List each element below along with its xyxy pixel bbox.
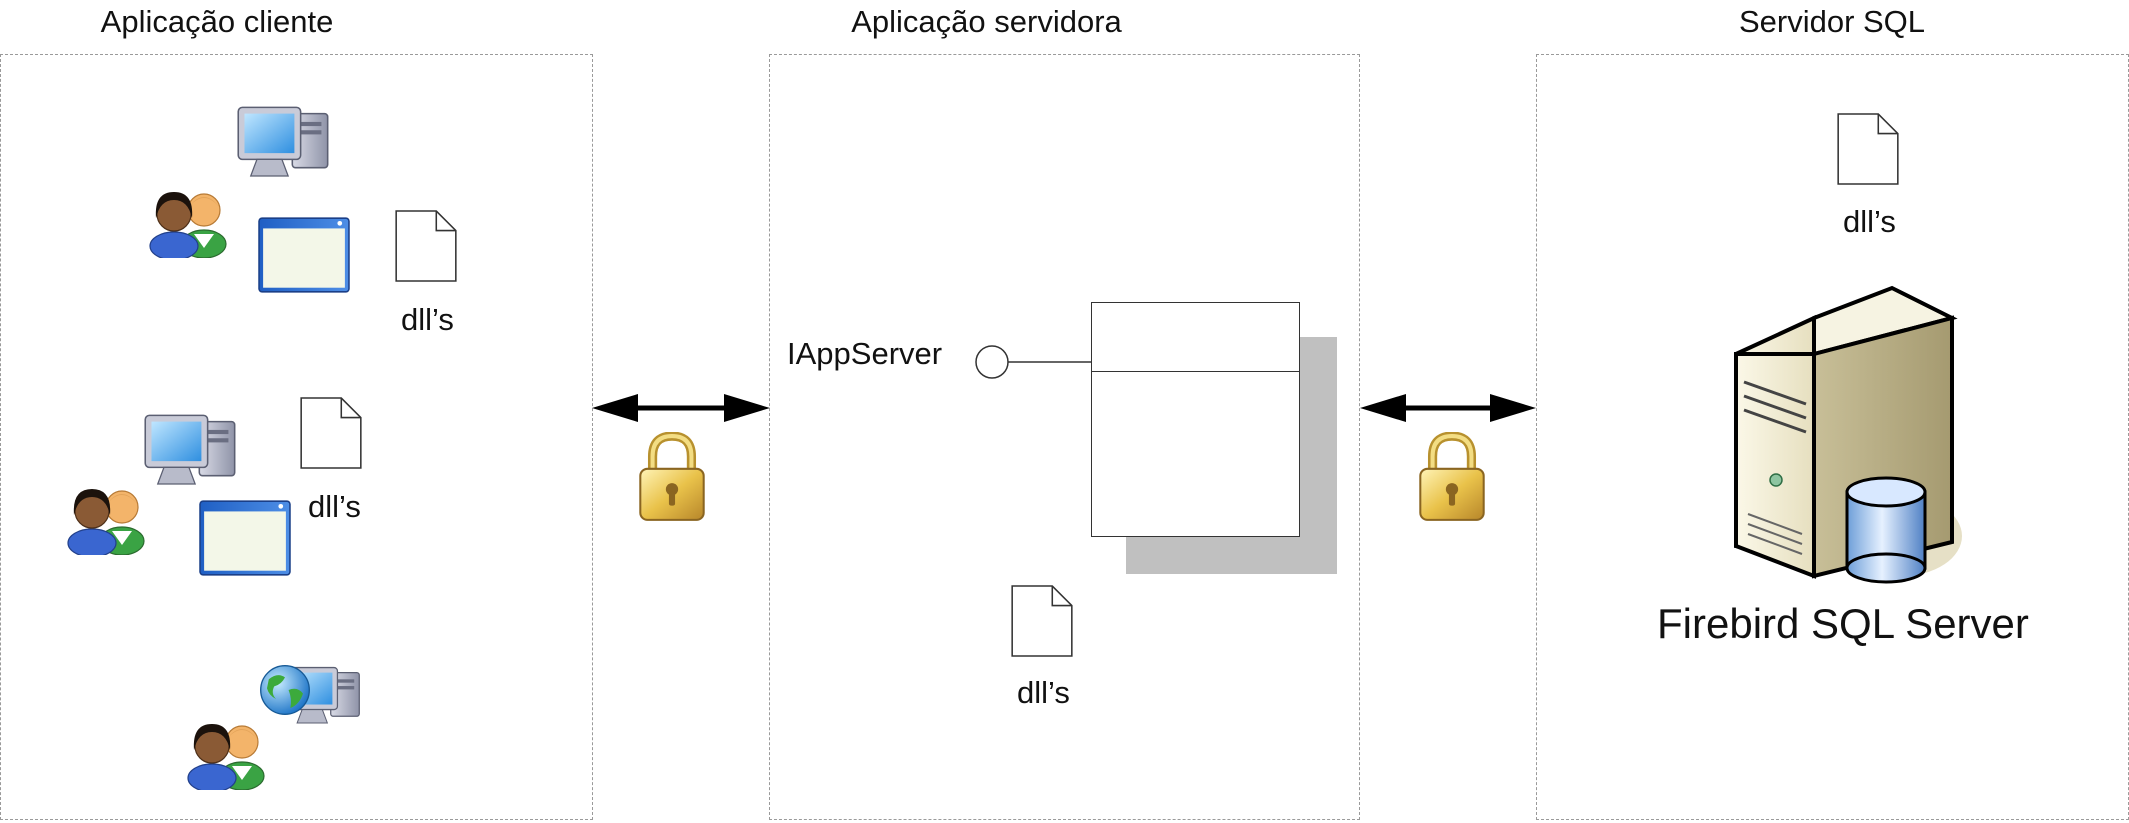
file-icon	[395, 210, 457, 282]
interface-lollipop	[975, 345, 1092, 379]
users-icon	[140, 178, 240, 258]
zone-server	[769, 54, 1360, 820]
zone-client	[0, 54, 593, 820]
lock-icon	[1416, 432, 1488, 524]
zone-title-client: Aplicação cliente	[100, 4, 334, 39]
database-server-icon	[1734, 285, 1962, 584]
client-node-1-file-label: dll’s	[401, 302, 454, 337]
users-icon	[178, 710, 278, 790]
app-window-icon	[258, 217, 350, 293]
component-divider	[1092, 371, 1299, 372]
component-box	[1091, 302, 1300, 537]
file-icon	[300, 397, 362, 469]
app-server-file-label: dll’s	[1017, 675, 1070, 710]
file-icon	[1837, 113, 1899, 185]
connection-server-sql	[1360, 394, 1536, 422]
file-icon	[1011, 585, 1073, 657]
zone-title-sql: Servidor SQL	[1738, 4, 1926, 39]
zone-title-server: Aplicação servidora	[851, 4, 1122, 39]
globe-icon	[258, 663, 312, 717]
sql-server-name: Firebird SQL Server	[1657, 600, 2029, 647]
computer-icon	[232, 102, 336, 198]
lock-icon	[636, 432, 708, 524]
sql-server-file-label: dll’s	[1843, 204, 1896, 239]
connection-client-server	[592, 394, 770, 422]
users-icon	[58, 475, 158, 555]
app-window-icon	[199, 500, 291, 576]
interface-label: IAppServer	[787, 336, 943, 371]
client-node-2-file-label: dll’s	[308, 489, 361, 524]
